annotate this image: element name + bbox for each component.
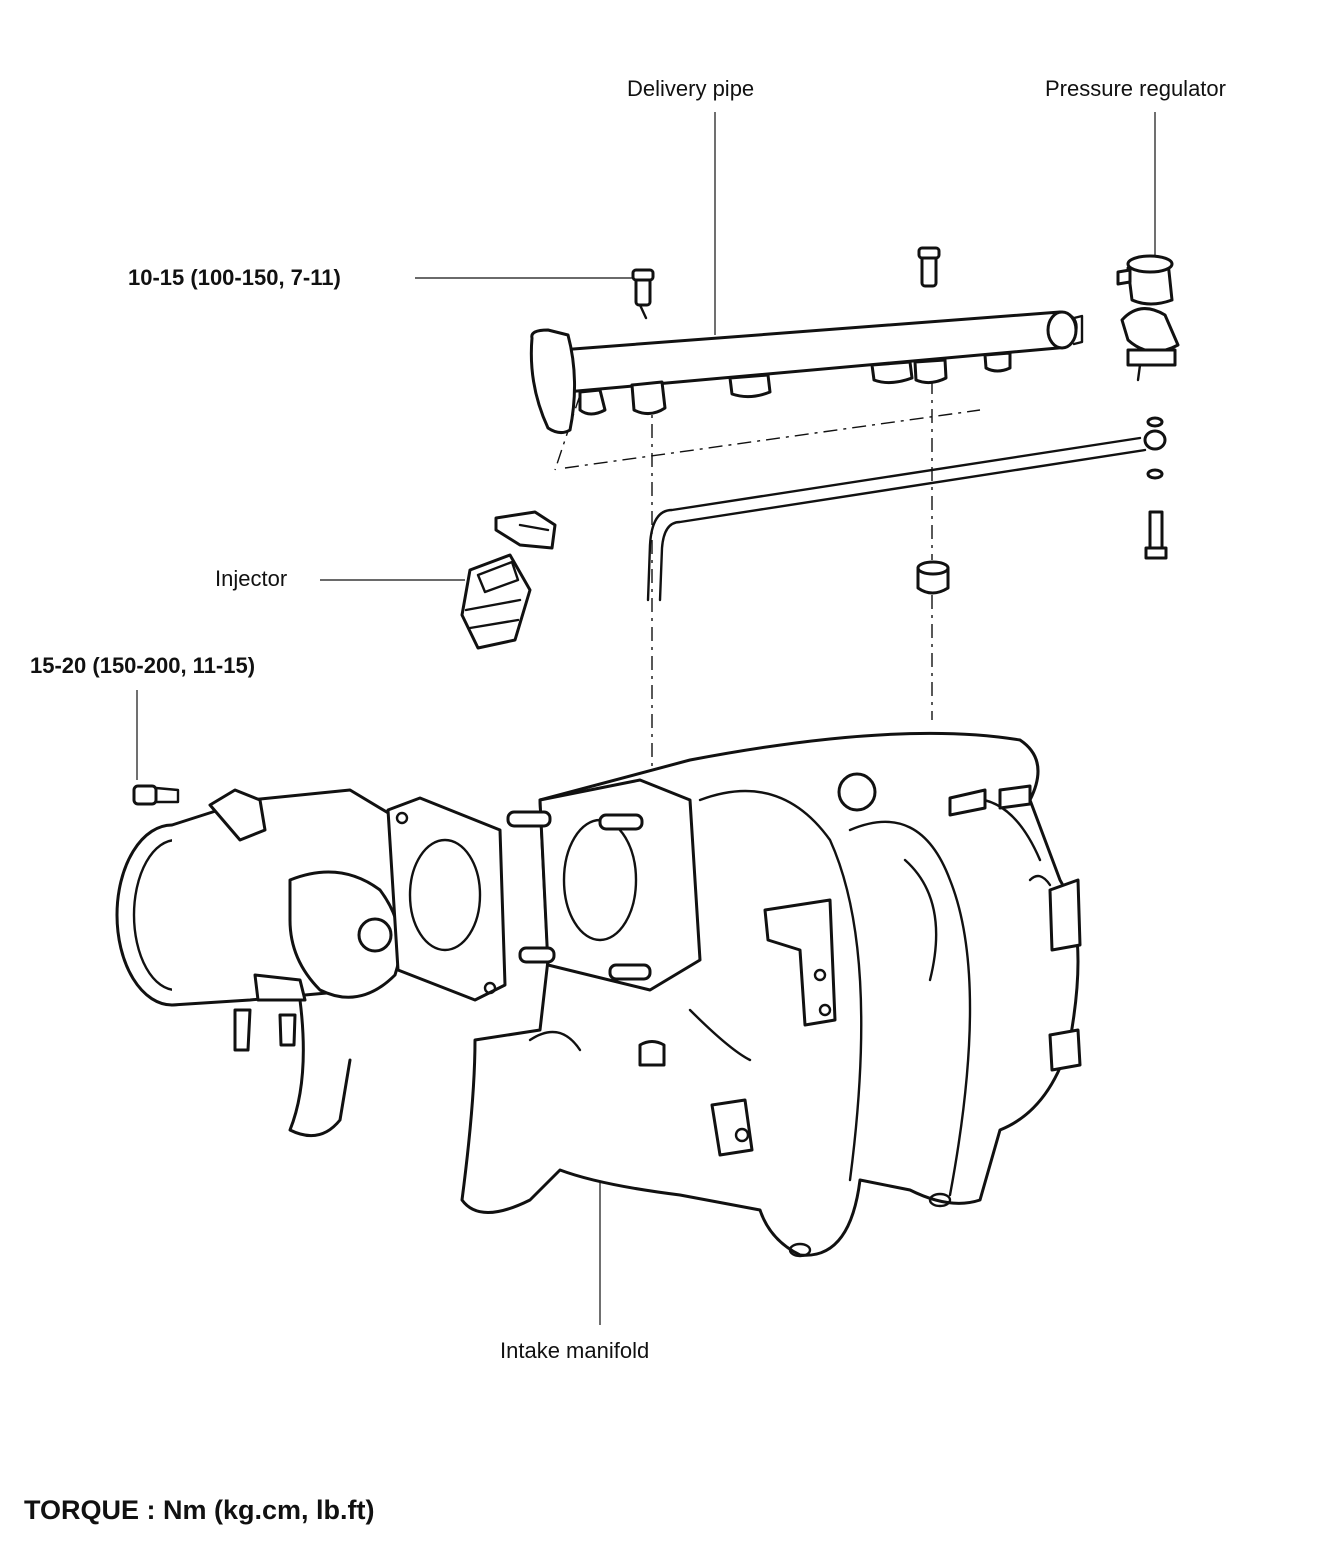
label-delivery-pipe: Delivery pipe	[627, 76, 755, 101]
torque-units-note: TORQUE : Nm (kg.cm, lb.ft)	[24, 1495, 375, 1525]
label-intake-manifold: Intake manifold	[500, 1338, 650, 1363]
pressure-regulator	[1116, 254, 1180, 382]
intake-manifold-part	[460, 731, 1082, 1258]
injector-part	[460, 553, 532, 650]
leader-lines	[136, 112, 1156, 1325]
label-torque-top: 10-15 (100-150, 7-11)	[128, 265, 341, 290]
throttle-body	[115, 788, 412, 1138]
injector-clip	[494, 510, 557, 550]
return-line	[646, 416, 1168, 602]
label-injector: Injector	[215, 566, 288, 591]
insulator	[916, 560, 950, 595]
label-pressure-regulator: Pressure regulator	[1045, 76, 1226, 101]
throttle-gasket	[386, 796, 507, 1002]
delivery-pipe	[529, 246, 1084, 435]
throttle-bolt	[132, 784, 180, 806]
label-torque-left: 15-20 (150-200, 11-15)	[30, 653, 256, 678]
